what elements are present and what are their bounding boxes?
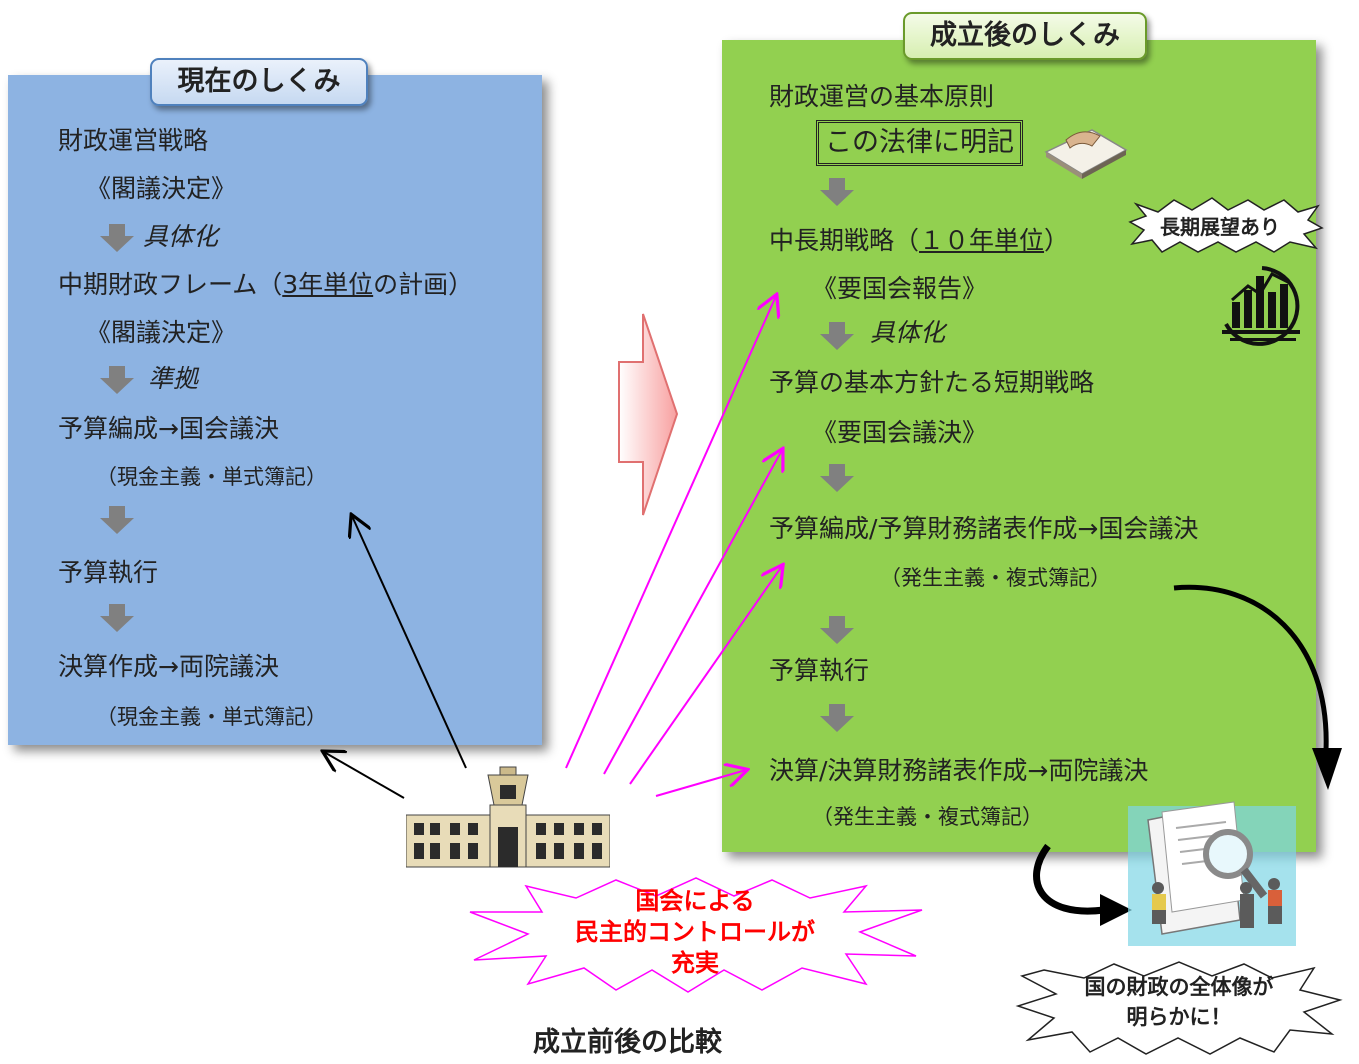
right-item-accounting-1: （発生主義・複式簿記） [880, 566, 1111, 590]
down-arrow-icon [820, 464, 854, 492]
badge-burst-icon [1128, 197, 1324, 253]
left-item-accounting-1: （現金主義・単式簿記） [96, 465, 327, 489]
left-label-conform: 準拠 [148, 364, 199, 393]
left-item-midterm-frame: 中期財政フレーム（3年単位の計画） [58, 270, 474, 299]
left-item-settlement: 決算作成→両院議決 [58, 652, 279, 681]
right-item-settlement: 決算/決算財務諸表作成→両院議決 [769, 756, 1149, 785]
down-arrow-icon [820, 322, 854, 350]
right-item-stated-in-law: この法律に明記 [816, 120, 1023, 166]
burst-icon [1015, 961, 1343, 1055]
down-arrow-icon [100, 366, 134, 394]
right-item-accounting-2: （発生主義・複式簿記） [812, 805, 1043, 829]
down-arrow-icon [820, 616, 854, 644]
right-item-short-term-strategy: 予算の基本方針たる短期戦略 [769, 368, 1095, 397]
diagram-caption: 成立前後の比較 [533, 1027, 722, 1058]
left-item-accounting-2: （現金主義・単式簿記） [96, 705, 327, 729]
after-enactment-tab: 成立後のしくみ [903, 12, 1147, 60]
right-item-budget-formation: 予算編成/予算財務諸表作成→国会議決 [769, 514, 1199, 543]
diet-building-icon [406, 766, 610, 868]
chart-icon [1222, 266, 1300, 346]
right-item-report-diet: 《要国会報告》 [812, 274, 988, 303]
burst-icon [469, 877, 923, 993]
right-item-long-term-strategy: 中長期戦略（１０年単位） [769, 226, 1070, 255]
left-item-strategy: 財政運営戦略 [58, 126, 209, 155]
right-item-diet-resolution: 《要国会議決》 [812, 418, 988, 447]
democratic-control-burst: 国会による民主的コントロールが充実 [575, 887, 815, 977]
left-item-budget-execution: 予算執行 [58, 558, 159, 587]
down-arrow-icon [100, 604, 134, 632]
long-term-badge: 長期展望あり [1160, 215, 1280, 239]
overall-picture-burst: 国の財政の全体像が明らかに！ [1084, 975, 1274, 1029]
left-item-cabinet-decision-1: 《閣議決定》 [86, 174, 237, 203]
transition-arrow-icon [618, 313, 679, 516]
down-arrow-icon [100, 506, 134, 534]
current-system-tab: 現在のしくみ [150, 58, 368, 106]
left-item-cabinet-decision-2: 《閣議決定》 [86, 318, 237, 347]
right-label-concretize: 具体化 [870, 318, 946, 347]
law-book-icon [1044, 129, 1128, 179]
down-arrow-icon [100, 224, 134, 252]
right-item-basic-principles: 財政運営の基本原則 [769, 82, 995, 111]
curved-arrow-icon [1173, 584, 1342, 790]
down-arrow-icon [820, 178, 854, 206]
right-item-budget-execution: 予算執行 [769, 656, 870, 685]
curved-arrow-icon [1033, 843, 1132, 926]
documents-people-icon [1128, 801, 1296, 946]
left-label-concretize: 具体化 [143, 222, 219, 251]
left-item-budget-formation: 予算編成→国会議決 [58, 414, 279, 443]
down-arrow-icon [820, 704, 854, 732]
current-system-panel [8, 75, 542, 745]
